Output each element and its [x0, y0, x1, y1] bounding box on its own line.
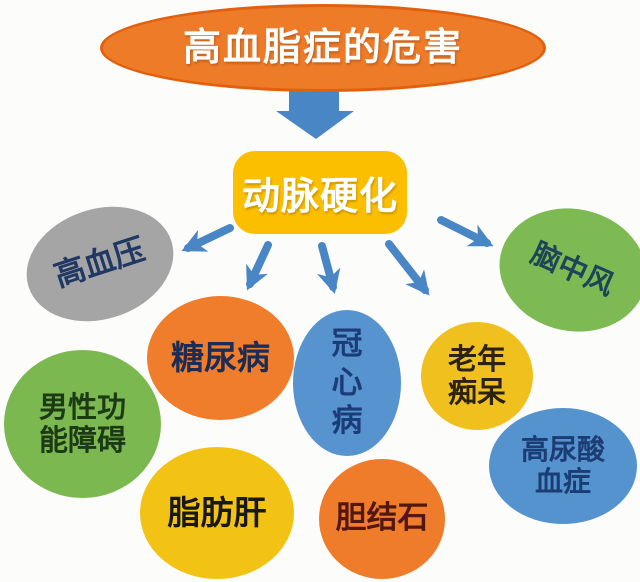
arrow-to-stroke-icon [437, 216, 494, 247]
node-senile-dementia: 老年 痴呆 [421, 322, 533, 430]
central-node-label: 动脉硬化 [241, 174, 398, 218]
title-ellipse: 高血脂症的危害 [100, 4, 546, 92]
node-gallstones: 胆结石 [319, 459, 445, 579]
node-label: 高血压 [49, 231, 150, 295]
arrow-to-dementia-icon [385, 240, 430, 296]
arrow-to-hypertension-icon [181, 224, 234, 252]
arrow-to-diabetes-icon [246, 241, 272, 291]
node-label: 老年 痴呆 [447, 341, 506, 409]
node-label: 糖尿病 [171, 338, 270, 378]
node-diabetes: 糖尿病 [147, 296, 294, 420]
node-hyperuricemia: 高尿酸 血症 [489, 408, 637, 524]
node-label: 冠 心 病 [331, 325, 363, 440]
central-node-arteriosclerosis: 动脉硬化 [233, 151, 407, 234]
node-male-dysfunction: 男性功 能障碍 [4, 350, 161, 498]
node-fatty-liver: 脂肪肝 [140, 447, 294, 579]
diagram-title: 高血脂症的危害 [182, 25, 463, 70]
node-label: 胆结石 [335, 500, 429, 537]
node-label: 脑中风 [526, 236, 620, 303]
node-coronary-heart-disease: 冠 心 病 [293, 310, 401, 456]
down-block-arrow-icon [276, 88, 354, 139]
node-label: 脂肪肝 [167, 493, 267, 533]
node-label: 高尿酸 血症 [520, 432, 605, 498]
arrow-to-coronary-icon [317, 242, 341, 294]
node-label: 男性功 能障碍 [38, 389, 126, 457]
